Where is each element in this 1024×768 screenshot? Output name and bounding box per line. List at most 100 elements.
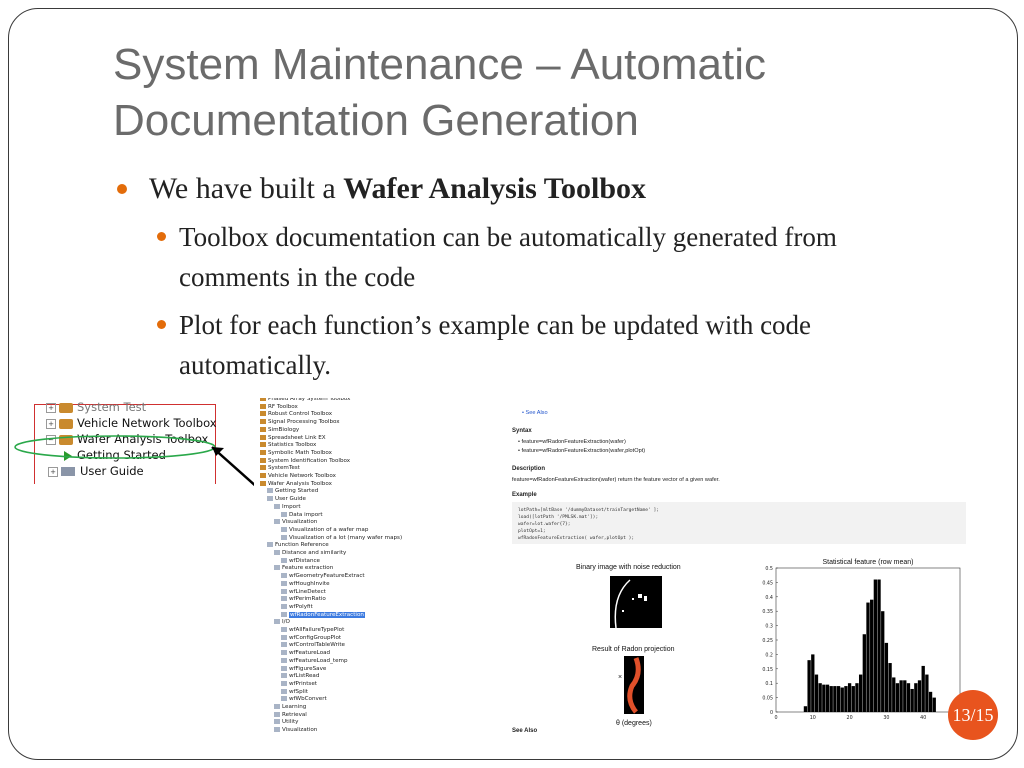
radon-title: Result of Radon projection [592,646,675,653]
tree-item[interactable]: Robust Control Toolbox [260,411,332,418]
book-icon [274,565,280,571]
example-code-block: lotPath=[mltBase '/dummyDataset/trainTar… [512,502,966,544]
bar [870,599,874,712]
sub-bullet-plot: Plot for each function’s example can be … [113,305,993,385]
tree-item[interactable]: wfDistance [281,557,320,565]
bar [903,680,907,712]
play-icon [64,450,72,461]
tree-item[interactable]: Visualization of a lot (many wafer maps) [281,534,402,542]
tree-item[interactable]: Signal Processing Toolbox [260,419,340,426]
bar [910,688,914,712]
x-tick-label: 10 [810,715,816,721]
book-icon [274,550,280,555]
tree-item[interactable]: wfSplit [281,688,308,696]
tree-item[interactable]: wfPolyfit [281,603,313,611]
tree-item[interactable]: Spreadsheet Link EX [260,434,326,442]
tree-item[interactable]: wfRadonFeatureExtraction [281,611,365,619]
tree-item[interactable]: Phased Array System Toolbox [260,398,351,403]
tree-item[interactable]: wfGeometryFeatureExtract [281,573,365,580]
tree-item[interactable]: Learning [274,704,306,711]
book-icon [281,611,287,617]
tree-item[interactable]: Visualization [274,727,317,734]
tree-item[interactable]: SimBiology [260,426,299,434]
guide-icon [61,467,75,476]
tree-item[interactable]: Wafer Analysis Toolbox [260,480,332,488]
bar [851,686,855,712]
book-icon [281,588,287,594]
book-icon [281,534,287,540]
see-also-link-top[interactable]: • See Also [522,410,548,416]
tree-item-vehicle-network[interactable]: +Vehicle Network Toolbox [46,416,216,430]
bar [847,683,852,712]
tree-item[interactable]: User Guide [267,496,306,503]
bar [892,677,896,712]
y-tick-label: 0.1 [765,681,773,687]
book-icon [281,511,287,517]
tree-item[interactable]: wfWbConvert [281,696,327,703]
tree-item[interactable]: wfControlTableWrite [281,642,345,649]
defect-blob [622,610,624,612]
tree-item[interactable]: wfListRead [281,673,319,680]
tree-item[interactable]: wfLineDetect [281,588,326,596]
tree-item[interactable]: Symbolic Math Toolbox [260,449,332,457]
tree-item-system-test[interactable]: +System Test [46,400,146,414]
y-tick-label: 0.3 [765,624,773,630]
bullet-list: We have built a Wafer Analysis Toolbox T… [113,169,993,385]
tree-item[interactable]: RF Toolbox [260,403,298,411]
bar [888,663,892,712]
tree-item[interactable]: Statistics Toolbox [260,442,316,449]
tree-item[interactable]: Distance and similarity [274,550,346,557]
tree-item[interactable]: wfPrintset [281,680,317,688]
chart-title: Statistical feature (row mean) [822,559,913,566]
bar [825,684,830,712]
book-icon [281,680,287,686]
tree-item[interactable]: wfAllFailureTypePlot [281,627,344,634]
y-tick-label: 0.05 [762,696,773,702]
tree-item-getting-started[interactable]: Getting Started [64,448,166,462]
tree-item[interactable]: Getting Started [267,488,318,495]
bar [873,579,878,712]
tree-item-user-guide[interactable]: +User Guide [48,464,144,478]
book-icon [260,419,266,425]
tree-item[interactable]: Visualization [274,519,317,526]
y-tick-label: 0.5 [765,566,773,572]
code-line: wafer=lot.wafer{7}; [518,522,571,527]
tree-item[interactable]: Import [274,503,301,511]
tree-item[interactable]: wfConfigGroupPlot [281,634,341,642]
sub2-line-2: automatically. [179,350,331,380]
tree-item[interactable]: Data import [281,511,323,519]
book-icon [59,418,73,429]
book-icon [260,480,266,486]
bar [932,697,936,712]
tree-item[interactable]: SystemTest [260,465,300,472]
book-icon [281,573,287,579]
tree-item[interactable]: I/O [274,619,290,626]
tree-item[interactable]: Utility [274,719,298,726]
y-tick-label: 0 [770,710,773,716]
bar [829,686,833,712]
bar [833,686,837,712]
tree-item-wafer-analysis[interactable]: −Wafer Analysis Toolbox [46,432,208,446]
tree-item[interactable]: Feature extraction [274,565,333,572]
tree-item[interactable]: Retrieval [274,711,307,719]
tree-item[interactable]: Function Reference [267,542,329,549]
book-icon [260,403,266,409]
bar [914,683,918,712]
book-icon [281,642,287,648]
tree-item[interactable]: wfPerimRatio [281,596,326,603]
tree-item[interactable]: wfFeatureLoad [281,650,330,657]
tree-item[interactable]: Visualization of a wafer map [281,526,368,534]
bullet1-bold: Wafer Analysis Toolbox [343,172,647,205]
toolbox-tree-zoom: +System Test +Vehicle Network Toolbox −W… [12,398,216,484]
tree-item[interactable]: wfFigureSave [281,665,326,673]
tree-item[interactable]: Vehicle Network Toolbox [260,473,336,480]
syntax-line-1: • feature=wfRadonFeatureExtraction(wafer… [518,439,626,445]
bar [899,680,903,712]
tree-item[interactable]: wfFeatureLoad_temp [281,657,348,665]
defect-blob [632,598,634,600]
tree-item[interactable]: wfHoughInvite [281,580,330,588]
sub1-line-1: Toolbox documentation can be automatical… [179,222,837,252]
radon-image [624,656,644,714]
tree-item[interactable]: System Identification Toolbox [260,457,350,465]
code-line: wfRadonFeatureExtraction( wafer,plotOpt … [518,536,635,541]
